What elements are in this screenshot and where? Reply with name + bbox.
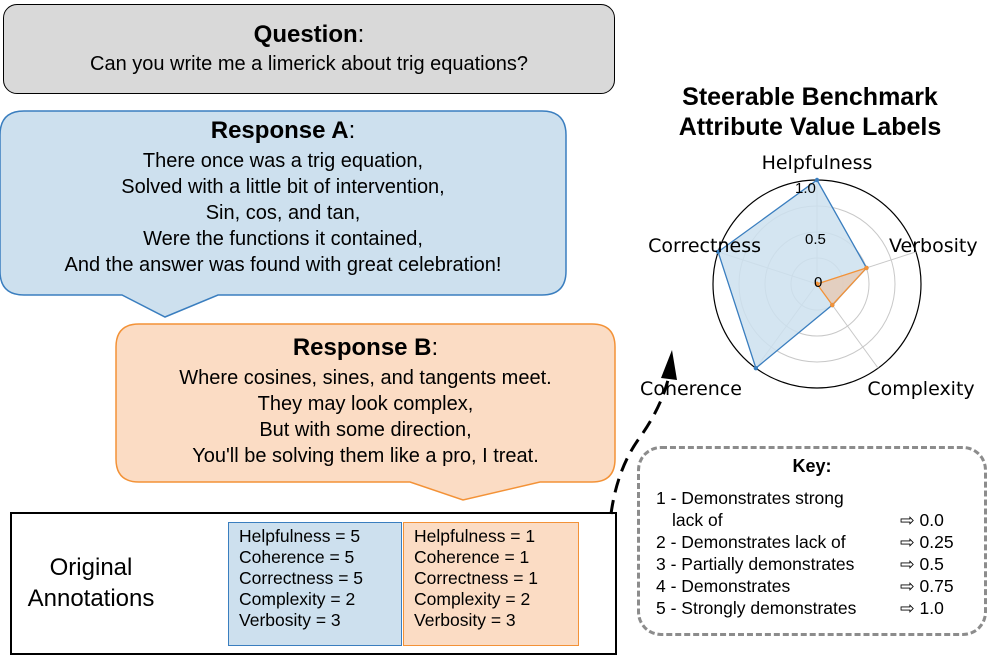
series-point (715, 249, 721, 255)
annotation-item: Helpfulness = 5 (239, 526, 361, 546)
key-row-label: 4 - Demonstrates (656, 576, 791, 596)
response-a-heading: Response A: (0, 116, 566, 146)
axis-label: Coherence (640, 378, 742, 400)
response-b-bubble (115, 323, 616, 501)
response-a-content: Response A: There once was a trig equati… (0, 116, 566, 278)
key-row: 5 - Strongly demonstrates ⇨ 1.0 (656, 597, 976, 619)
key-row-label: 1 - Demonstrates strong (656, 488, 844, 508)
series-point (814, 281, 820, 287)
response-a-lines: There once was a trig equation, Solved w… (0, 148, 566, 278)
annotation-item: Coherence = 1 (414, 547, 530, 567)
response-a-bubble (0, 110, 567, 318)
series-point (814, 177, 820, 183)
chart-title-line: Attribute Value Labels (678, 113, 942, 141)
axis-label: Verbosity (889, 235, 978, 257)
response-a-line: Sin, cos, and tan, (205, 202, 361, 224)
key-row-value: ⇨ 0.25 (900, 532, 954, 552)
response-b-colon: : (431, 334, 439, 361)
series-point (864, 265, 869, 271)
key-row-value: ⇨ 1.0 (900, 598, 944, 618)
radial-tick-label: 0 (814, 274, 822, 291)
annotations-label-line: Annotations (27, 585, 155, 612)
series-area (815, 266, 869, 307)
annotation-item: Correctness = 5 (239, 568, 364, 588)
question-box: Question: Can you write me a limerick ab… (3, 4, 615, 94)
key-row-label: lack of (672, 510, 723, 530)
axis-label: Complexity (867, 378, 974, 400)
response-a-colon: : (348, 117, 356, 144)
annotation-item: Verbosity = 3 (414, 610, 516, 630)
key-row-value: ⇨ 0.0 (900, 510, 944, 530)
annotation-item: Verbosity = 3 (239, 610, 341, 630)
original-label-line: Original (49, 554, 133, 581)
response-a-line: Were the functions it contained, (143, 228, 423, 250)
key-row-label: 5 - Strongly demonstrates (656, 598, 857, 618)
response-b-line: But with some direction, (259, 419, 472, 441)
annotation-item: Complexity = 2 (239, 589, 356, 609)
chart-title-line: Steerable Benchmark (682, 83, 938, 111)
question-heading: Question: (4, 21, 614, 49)
key-row: 4 - Demonstrates ⇨ 0.75 (656, 575, 976, 597)
key-row: lack of ⇨ 0.0 (656, 509, 976, 531)
response-b-title: Response B (292, 334, 432, 361)
question-title: Question (253, 21, 358, 48)
key-row: 3 - Partially demonstrates ⇨ 0.5 (656, 553, 976, 575)
response-a-title: Response A (210, 117, 349, 144)
response-b-line: You'll be solving them like a pro, I tre… (192, 445, 539, 467)
response-b-content: Response B: Where cosines, sines, and ta… (116, 333, 615, 469)
radial-tick-label: 1.0 (795, 180, 816, 197)
axis-label: Correctness (648, 235, 761, 257)
series-point (753, 365, 759, 371)
key-row-label: 2 - Demonstrates lack of (656, 532, 846, 552)
annotation-item: Correctness = 1 (414, 568, 539, 588)
response-b-line: They may look complex, (257, 393, 474, 415)
question-text: Can you write me a limerick about trig e… (90, 53, 528, 75)
response-b-heading: Response B: (116, 333, 615, 363)
response-b-lines: Where cosines, sines, and tangents meet.… (116, 365, 615, 469)
key-row: 1 - Demonstrates strong (656, 487, 976, 509)
key-row-value: ⇨ 0.5 (900, 554, 944, 574)
response-a-line: Solved with a little bit of intervention… (121, 176, 445, 198)
question-colon: : (357, 21, 365, 48)
response-b-line: Where cosines, sines, and tangents meet. (179, 367, 552, 389)
series-point (830, 302, 835, 308)
annotation-item: Helpfulness = 1 (414, 526, 536, 546)
series-area (717, 179, 868, 370)
chart-title: Steerable Benchmark Attribute Value Labe… (640, 82, 980, 142)
original-annotations-box (10, 512, 617, 655)
radial-tick-label: 0.5 (805, 231, 826, 248)
annotation-item: Complexity = 2 (414, 589, 531, 609)
response-a-annotations: Helpfulness = 5 Coherence = 5 Correctnes… (228, 522, 402, 646)
key-list: 1 - Demonstrates strong lack of ⇨ 0.0 2 … (656, 487, 976, 619)
key-box (637, 446, 987, 636)
axis-label: Helpfulness (762, 152, 873, 174)
original-annotations-label: Original Annotations (26, 552, 156, 614)
key-row: 2 - Demonstrates lack of ⇨ 0.25 (656, 531, 976, 553)
key-title: Key: (792, 456, 832, 476)
dashed-arrow (609, 379, 670, 515)
arrow-head (661, 350, 677, 380)
key-row-label: 3 - Partially demonstrates (656, 554, 855, 574)
key-row-value: ⇨ 0.75 (900, 576, 954, 596)
response-a-line: There once was a trig equation, (142, 150, 424, 172)
annotation-item: Coherence = 5 (239, 547, 355, 567)
response-b-annotations: Helpfulness = 1 Coherence = 1 Correctnes… (403, 522, 579, 646)
response-a-line: And the answer was found with great cele… (64, 254, 502, 276)
